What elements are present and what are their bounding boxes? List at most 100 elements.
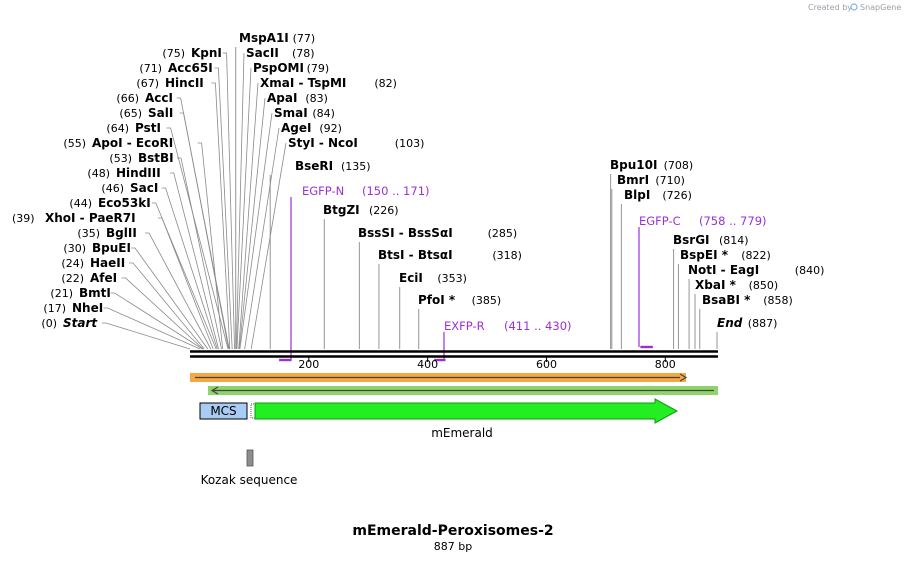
site-position: (65) — [119, 107, 142, 120]
site-saci[interactable]: SacI(46) — [101, 181, 158, 195]
site-btsi[interactable]: BtsI - BtsαI (318) — [378, 248, 522, 262]
feature-mcs[interactable]: MCS — [199, 402, 248, 420]
site-label[interactable]: MspA1I — [239, 31, 289, 45]
site-btgzi[interactable]: BtgZI(226) — [323, 203, 399, 217]
primer-egfp-c[interactable]: EGFP-C(758 .. 779) — [638, 214, 767, 349]
site-label[interactable]: ApaI — [267, 91, 297, 105]
leader-line — [158, 217, 214, 350]
mcs-box[interactable] — [199, 402, 248, 420]
site-label[interactable]: SacII — [246, 46, 279, 60]
site-end[interactable]: End(887) — [717, 316, 777, 330]
site-label[interactable]: KpnI — [191, 46, 222, 60]
site-label[interactable]: BtsI - BtsαI — [378, 248, 453, 262]
site-label[interactable]: BsrGI — [673, 233, 710, 247]
site-label[interactable]: Acc65I — [168, 61, 213, 75]
site-label[interactable]: XbaI * — [695, 278, 737, 292]
site-position: (135) — [341, 160, 371, 173]
site-bsrgi[interactable]: BsrGI(814) — [673, 233, 749, 247]
site-label[interactable]: Bpu10I — [610, 158, 657, 172]
primer-egfp-n[interactable]: EGFP-N(150 .. 171) — [279, 184, 430, 362]
site-xhoi[interactable]: (39)XhoI - PaeR7I — [12, 211, 136, 225]
site-label[interactable]: BspEI * — [680, 248, 729, 262]
site-label[interactable]: BlpI — [624, 188, 650, 202]
site-label[interactable]: BmtI — [79, 286, 111, 300]
site-bglii[interactable]: BglII(35) — [77, 226, 136, 240]
site-label[interactable]: HaeII — [90, 256, 125, 270]
site-bspei[interactable]: BspEI *(822) — [680, 248, 771, 262]
site-acc65i[interactable]: Acc65I(71) — [139, 61, 212, 75]
site-blpi[interactable]: BlpI(726) — [624, 188, 692, 202]
site-position: (83) — [305, 92, 328, 105]
site-label[interactable]: EciI — [399, 271, 423, 285]
site-label[interactable]: BstBI — [138, 151, 174, 165]
site-label[interactable]: HincII — [165, 76, 204, 90]
site-label[interactable]: Eco53kI — [98, 196, 151, 210]
site-haeii[interactable]: HaeII(24) — [61, 256, 125, 270]
site-label[interactable]: SacI — [130, 181, 158, 195]
site-mspa1i[interactable]: MspA1I(77) — [239, 31, 315, 45]
site-label[interactable]: XmaI - TspMI — [260, 76, 346, 90]
site-label[interactable]: BglII — [106, 226, 137, 240]
site-label[interactable]: XhoI - PaeR7I — [45, 211, 136, 225]
feature-memerald[interactable]: mEmerald — [250, 398, 679, 440]
site-agei[interactable]: AgeI(92) — [281, 121, 342, 135]
site-label[interactable]: End — [717, 316, 743, 330]
primer-exfp-r[interactable]: EXFP-R(411 .. 430) — [434, 319, 572, 362]
site-psti[interactable]: PstI(64) — [106, 121, 161, 135]
site-xbai[interactable]: XbaI *(850) — [695, 278, 778, 292]
site-label[interactable]: BtgZI — [323, 203, 360, 217]
leader-line — [121, 277, 204, 350]
site-bpu10i[interactable]: Bpu10I(708) — [610, 158, 693, 172]
site-xmai[interactable]: XmaI - TspMI(82) — [260, 76, 397, 90]
site-label[interactable]: BsaBI * — [702, 293, 751, 307]
site-pfoi[interactable]: PfoI *(385) — [418, 293, 501, 307]
site-bstbi[interactable]: BstBI(53) — [109, 151, 173, 165]
site-label[interactable]: NotI - EagI — [688, 263, 759, 277]
site-pspomi[interactable]: PspOMI(79) — [253, 61, 329, 75]
site-label[interactable]: AccI — [145, 91, 173, 105]
site-smai[interactable]: SmaI(84) — [274, 106, 335, 120]
site-bsssi[interactable]: BssSI - BssSαI(285) — [358, 226, 517, 240]
site-label[interactable]: BmrI — [617, 173, 649, 187]
site-hindiii[interactable]: HindIII(48) — [87, 166, 160, 180]
site-label[interactable]: AgeI — [281, 121, 311, 135]
site-start[interactable]: Start(0) — [41, 316, 98, 330]
site-apai[interactable]: ApaI (83) — [267, 91, 328, 105]
site-bsabi[interactable]: BsaBI *(858) — [702, 293, 793, 307]
site-label[interactable]: PstI — [135, 121, 161, 135]
site-label[interactable]: PspOMI — [253, 61, 304, 75]
site-label[interactable]: AfeI — [90, 271, 117, 285]
site-label[interactable]: StyI - NcoI — [288, 136, 358, 150]
site-label[interactable]: SalI — [148, 106, 173, 120]
site-sali[interactable]: SalI (65) — [119, 106, 173, 120]
site-label[interactable]: HindIII — [116, 166, 161, 180]
site-ecii[interactable]: EciI(353) — [399, 271, 467, 285]
site-label[interactable]: BssSI - BssSαI — [358, 226, 453, 240]
site-label[interactable]: NheI — [72, 301, 103, 315]
site-bmti[interactable]: BmtI(21) — [50, 286, 110, 300]
site-bpuei[interactable]: BpuEI(30) — [63, 241, 131, 255]
site-label[interactable]: BpuEI — [92, 241, 131, 255]
site-label[interactable]: Start — [63, 316, 98, 330]
site-nhei[interactable]: NheI(17) — [43, 301, 103, 315]
site-bseri[interactable]: BseRI (135) — [295, 159, 371, 173]
site-kpni[interactable]: KpnI(75) — [162, 46, 222, 60]
site-sacii[interactable]: SacII(78) — [246, 46, 315, 60]
site-label[interactable]: PfoI * — [418, 293, 456, 307]
site-afei[interactable]: AfeI(22) — [61, 271, 117, 285]
kozak-box[interactable] — [246, 449, 254, 467]
site-label[interactable]: ApoI - EcoRI — [92, 136, 173, 150]
site-acci[interactable]: AccI(66) — [116, 91, 173, 105]
memerald-arrow[interactable] — [254, 398, 679, 424]
site-label[interactable]: BseRI — [295, 159, 333, 173]
site-apoi[interactable]: ApoI - EcoRI(55) — [63, 136, 173, 150]
site-hincii[interactable]: HincII(67) — [136, 76, 203, 90]
site-position: (318) — [492, 249, 522, 262]
orf-reverse — [208, 386, 718, 395]
site-noti[interactable]: NotI - EagI(840) — [688, 263, 824, 277]
site-label[interactable]: SmaI — [274, 106, 308, 120]
site-styi[interactable]: StyI - NcoI(103) — [288, 136, 424, 150]
feature-kozak[interactable]: Kozak sequence — [201, 449, 298, 487]
site-eco53ki[interactable]: Eco53kI(44) — [69, 196, 150, 210]
site-bmri[interactable]: BmrI(710) — [617, 173, 685, 187]
